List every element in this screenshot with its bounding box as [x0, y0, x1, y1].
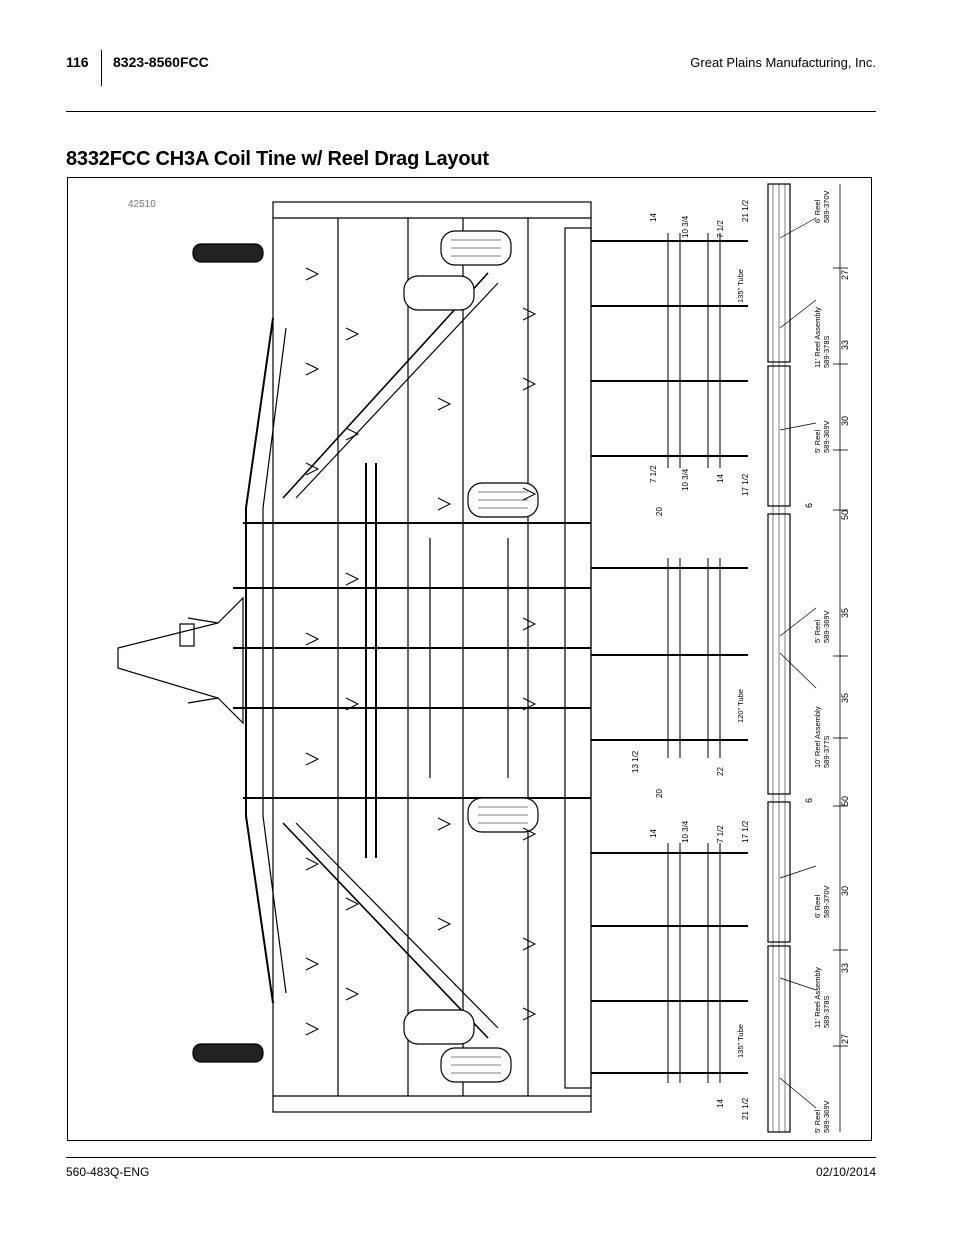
hitch-box [179, 623, 195, 647]
tine-dim: 13 1/2 [631, 750, 640, 773]
tine-dim: 20 [655, 789, 664, 798]
tine-dim: 17 1/2 [741, 473, 750, 496]
header-separator [101, 50, 102, 86]
tine-dim: 21 1/2 [741, 199, 750, 222]
reel-label-part: 589-369V [822, 610, 831, 643]
reel-label-part: 589-377S [822, 735, 831, 768]
frame-tires [403, 230, 539, 1083]
spacing-dim: 33 [840, 963, 850, 973]
reel-label-name: 11' Reel Assembly [813, 967, 822, 1028]
layout-drawing: 42510 [117, 183, 850, 1133]
tube-label: 135" Tube [736, 1024, 745, 1058]
footer-rule [66, 1157, 876, 1158]
reel-label-part: 589-378S [822, 335, 831, 368]
spacing-dim: 27 [840, 1034, 850, 1044]
tine-dim: 21 1/2 [741, 1097, 750, 1120]
spacing-dim: 50 [840, 510, 850, 520]
tine-dim: 14 [649, 829, 658, 838]
model-number: 8323-8560FCC [113, 54, 209, 70]
reel-label-name: 10' Reel Assembly [813, 706, 822, 768]
reel-label-name: 11' Reel Assembly [813, 307, 822, 368]
reel-label-name: 5' Reel [813, 620, 822, 643]
tine-dim: 7 1/2 [716, 825, 725, 843]
reel-label-name: 5' Reel [813, 1110, 822, 1133]
tine-dim: 7 1/2 [649, 465, 658, 483]
tine-dim: 14 [716, 474, 725, 483]
header-rule [66, 111, 876, 112]
publication-date: 02/10/2014 [815, 1165, 876, 1179]
rear-toolbar [564, 227, 592, 1089]
reel-label-name: 6' Reel [813, 200, 822, 223]
spacing-dim: 35 [840, 608, 850, 618]
drawing-frame: 42510 [67, 177, 872, 1141]
right-wheel [192, 1043, 264, 1063]
tine-dim: 20 [655, 507, 664, 516]
tine-dim: 17 1/2 [741, 820, 750, 843]
page-number: 116 [66, 54, 89, 70]
main-frame [272, 201, 592, 1113]
left-wheel [192, 243, 264, 263]
hitch-tongue [117, 596, 244, 725]
tine-dim: 22 [716, 767, 725, 776]
tine-bars [591, 240, 748, 1074]
spacing-dim: 27 [840, 270, 850, 280]
reel-label-name: 5' Reel [813, 430, 822, 453]
spacing-dim: 35 [840, 693, 850, 703]
reel-label-name: 6' Reel [813, 895, 822, 918]
reel-label-part: 589-369V [822, 1100, 831, 1133]
page-title: 8332FCC CH3A Coil Tine w/ Reel Drag Layo… [66, 148, 489, 170]
reel-label-part: 589-369V [822, 420, 831, 453]
tine-dim: 14 [649, 213, 658, 222]
figure-id: 42510 [128, 199, 156, 210]
spacing-dim: 30 [840, 886, 850, 896]
tine-dim: 10 3/4 [681, 820, 690, 843]
spacing-dim: 33 [840, 340, 850, 350]
tube-label: 135" Tube [736, 269, 745, 303]
gap-dim: 6 [804, 798, 814, 803]
tine-dim: 14 [716, 1099, 725, 1108]
document-number: 560-483Q-ENG [66, 1165, 150, 1179]
company-name: Great Plains Manufacturing, Inc. [690, 55, 876, 70]
spacing-dim: 50 [840, 796, 850, 806]
spacing-dim: 30 [840, 416, 850, 426]
reel-label-part: 589-370V [822, 885, 831, 918]
gap-dim: 6 [804, 503, 814, 508]
reel-label-part: 589-378S [822, 995, 831, 1028]
tine-dim: 7 1/2 [716, 220, 725, 238]
tube-label: 120" Tube [736, 689, 745, 723]
tine-rails [667, 233, 721, 1083]
tine-dim: 10 3/4 [681, 468, 690, 491]
shanks [305, 267, 537, 1036]
reel-label-part: 589-370V [822, 190, 831, 223]
tine-dim: 10 3/4 [681, 215, 690, 238]
